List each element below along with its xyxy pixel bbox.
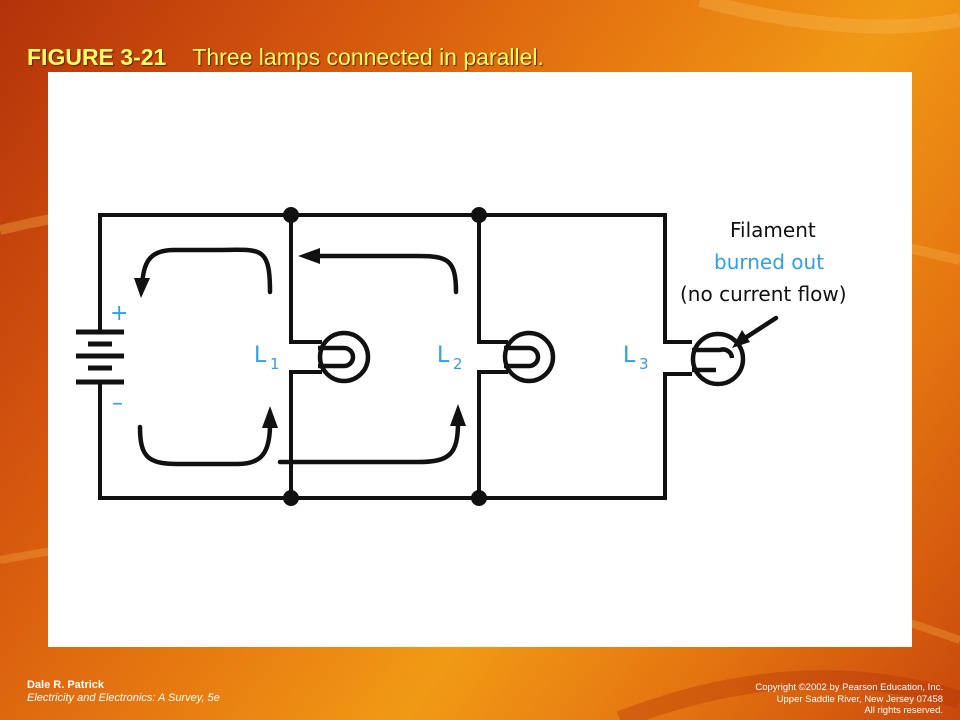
parallel-circuit-diagram: + – L 1 L 2 <box>76 207 847 506</box>
lamp-2-label: L <box>437 343 450 368</box>
copyright-line: Copyright ©2002 by Pearson Education, In… <box>755 682 943 693</box>
footer-credit: Dale R. Patrick Electricity and Electron… <box>27 679 220 705</box>
lamp-1-subscript: 1 <box>270 355 280 373</box>
branch-1-wire <box>289 213 322 344</box>
lamp-2-filament <box>504 345 541 369</box>
arrowhead <box>134 278 150 298</box>
arrowhead <box>450 404 466 426</box>
battery-symbol <box>76 329 124 385</box>
current-flow-arrow-bottom-left <box>137 421 273 467</box>
lamp-2-subscript: 2 <box>453 355 463 373</box>
battery-plus-sign: + <box>110 301 128 326</box>
junction-dot <box>471 207 487 223</box>
annotation-pointer-arrow <box>739 315 779 343</box>
lamp-1-label: L <box>254 343 267 368</box>
rights-line: All rights reserved. <box>864 705 943 716</box>
battery-minus-sign: – <box>112 391 123 416</box>
slide-title: FIGURE 3-21 Three lamps connected in para… <box>27 44 544 71</box>
annotation-line-3: (no current flow) <box>680 282 847 306</box>
footer-book-title: Electricity and Electronics: A Survey, 5… <box>27 692 220 704</box>
diagram-panel: + – L 1 L 2 <box>48 72 912 647</box>
address-line: Upper Saddle River, New Jersey 07458 <box>776 693 943 705</box>
branch-2-wire <box>477 213 508 344</box>
figure-number: FIGURE 3-21 <box>27 44 167 70</box>
branch-2-wire-lower <box>477 370 508 500</box>
arrowhead <box>732 330 750 348</box>
lamp-3-label: L <box>623 343 636 368</box>
lamp-3-subscript: 3 <box>639 355 649 373</box>
footer-author: Dale R. Patrick <box>27 679 105 691</box>
lamp-1 <box>317 330 371 384</box>
junction-dot <box>283 207 299 223</box>
lamp-3 <box>690 331 746 387</box>
current-flow-arrow-top-middle <box>313 253 459 295</box>
current-flow-arrow-top-left <box>139 247 273 295</box>
lamp-1-filament <box>318 345 356 369</box>
lamp-2 <box>502 330 556 384</box>
arrowhead <box>262 406 278 428</box>
arrowhead <box>298 248 320 264</box>
branch-1-wire-lower <box>289 370 322 500</box>
junction-dot <box>283 490 299 506</box>
current-flow-arrow-bottom-middle <box>277 419 461 465</box>
footer-copyright: Copyright ©2002 by Pearson Education, In… <box>755 682 943 717</box>
junction-dot <box>471 490 487 506</box>
figure-caption: Three lamps connected in parallel. <box>192 44 544 70</box>
lamp-3-broken-filament <box>692 347 735 359</box>
annotation-line-2: burned out <box>714 250 824 274</box>
annotation-line-1: Filament <box>730 218 816 242</box>
